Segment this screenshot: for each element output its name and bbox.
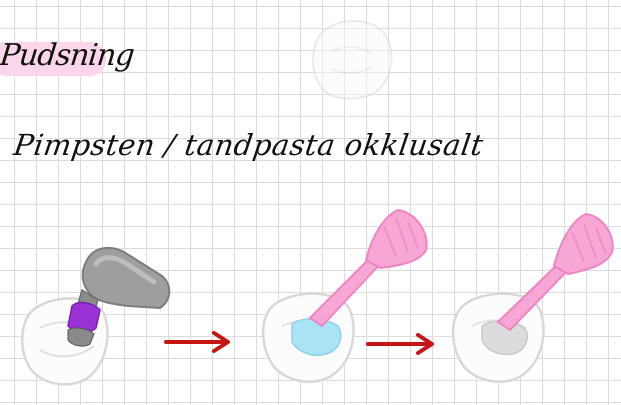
arrow-icon — [368, 335, 432, 353]
tooth-with-polisher-icon — [22, 248, 169, 384]
page-heading: Pudsning — [0, 38, 135, 73]
tooth-with-polished-brush-icon — [453, 214, 613, 382]
arrow-icon — [166, 333, 228, 351]
tooth-top-icon — [313, 21, 391, 99]
tooth-with-paste-brush-icon — [263, 210, 427, 382]
page-subheading: Pimpsten / tandpasta okklusalt — [12, 128, 486, 162]
